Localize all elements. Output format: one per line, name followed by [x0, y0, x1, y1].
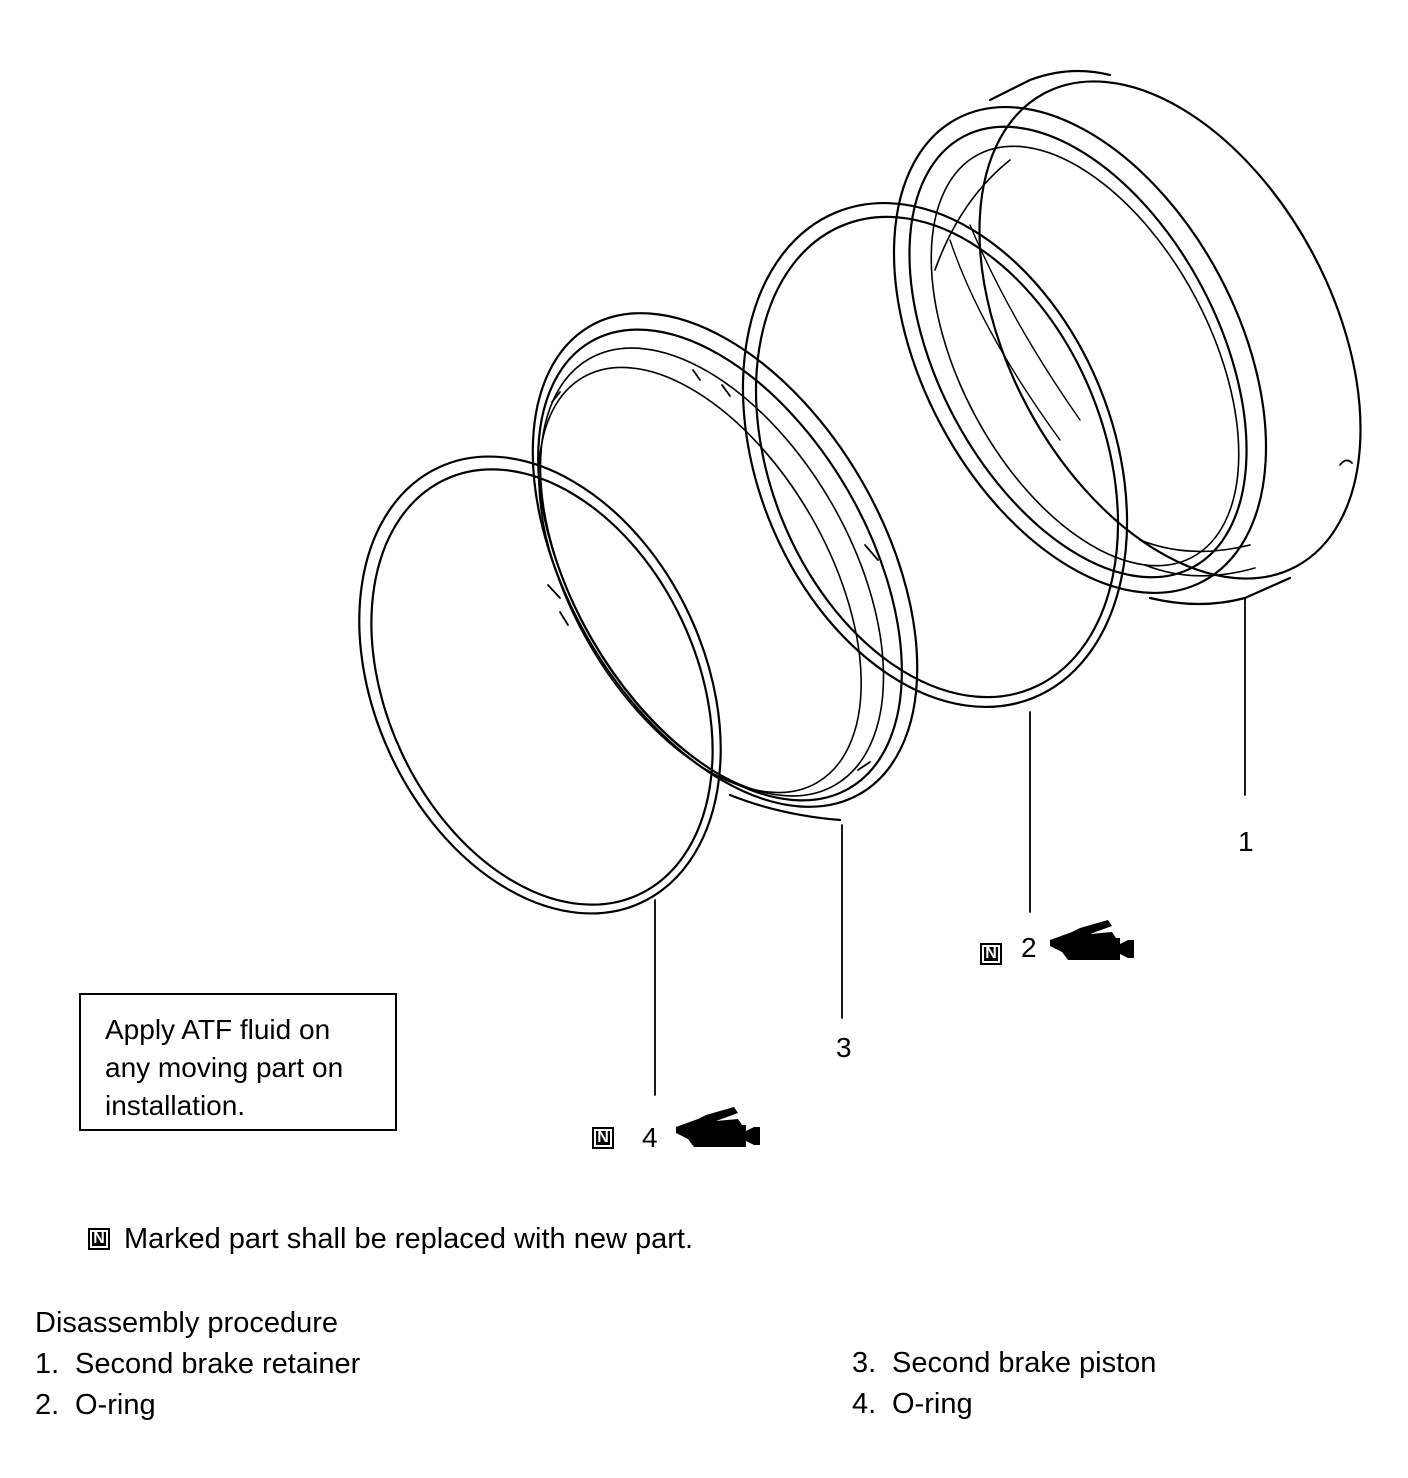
outer-o-ring: [741, 201, 1129, 709]
second-brake-piston: [531, 312, 919, 822]
note-text: Apply ATF fluid on any moving part on in…: [105, 1011, 395, 1125]
procedure-item-label: Second brake piston: [892, 1347, 1157, 1379]
inner-o-ring: [358, 455, 722, 915]
procedure-item-label: O-ring: [892, 1388, 973, 1420]
legend-text: Marked part shall be replaced with new p…: [124, 1223, 694, 1255]
procedure-item-number: 4.: [852, 1388, 877, 1420]
note-box: Apply ATF fluid on any moving part on in…: [79, 993, 397, 1131]
second-brake-retainer: [892, 69, 1362, 606]
legend: N Marked part shall be replaced with new …: [88, 1222, 693, 1256]
callout-4: 4: [642, 1122, 658, 1153]
procedure-title: Disassembly procedure: [35, 1307, 339, 1339]
new-part-marker-icon: N: [980, 943, 1002, 965]
procedure-item-label: Second brake retainer: [75, 1348, 361, 1380]
oil-can-icon: [676, 1107, 760, 1147]
note-line: any moving part on: [105, 1052, 344, 1083]
procedure-item-label: O-ring: [75, 1389, 156, 1421]
callout-1: 1: [1238, 826, 1254, 857]
procedure-item-number: 2.: [35, 1389, 60, 1421]
callout-3: 3: [836, 1032, 852, 1063]
note-line: installation.: [105, 1090, 246, 1121]
procedure-item-number: 3.: [852, 1347, 877, 1379]
callout-2: 2: [1021, 932, 1037, 963]
new-part-marker-icon: N: [592, 1127, 614, 1149]
procedure-item: 1. Second brake retainer: [35, 1347, 360, 1381]
procedure-item-number: 1.: [35, 1348, 60, 1380]
procedure-item: 3. Second brake piston: [852, 1346, 1156, 1380]
note-line: Apply ATF fluid on: [105, 1014, 331, 1045]
procedure-item: 2. O-ring: [35, 1388, 156, 1422]
oil-can-icon: [1050, 920, 1134, 960]
new-part-marker-icon: N: [88, 1228, 110, 1250]
procedure-item: 4. O-ring: [852, 1387, 973, 1421]
